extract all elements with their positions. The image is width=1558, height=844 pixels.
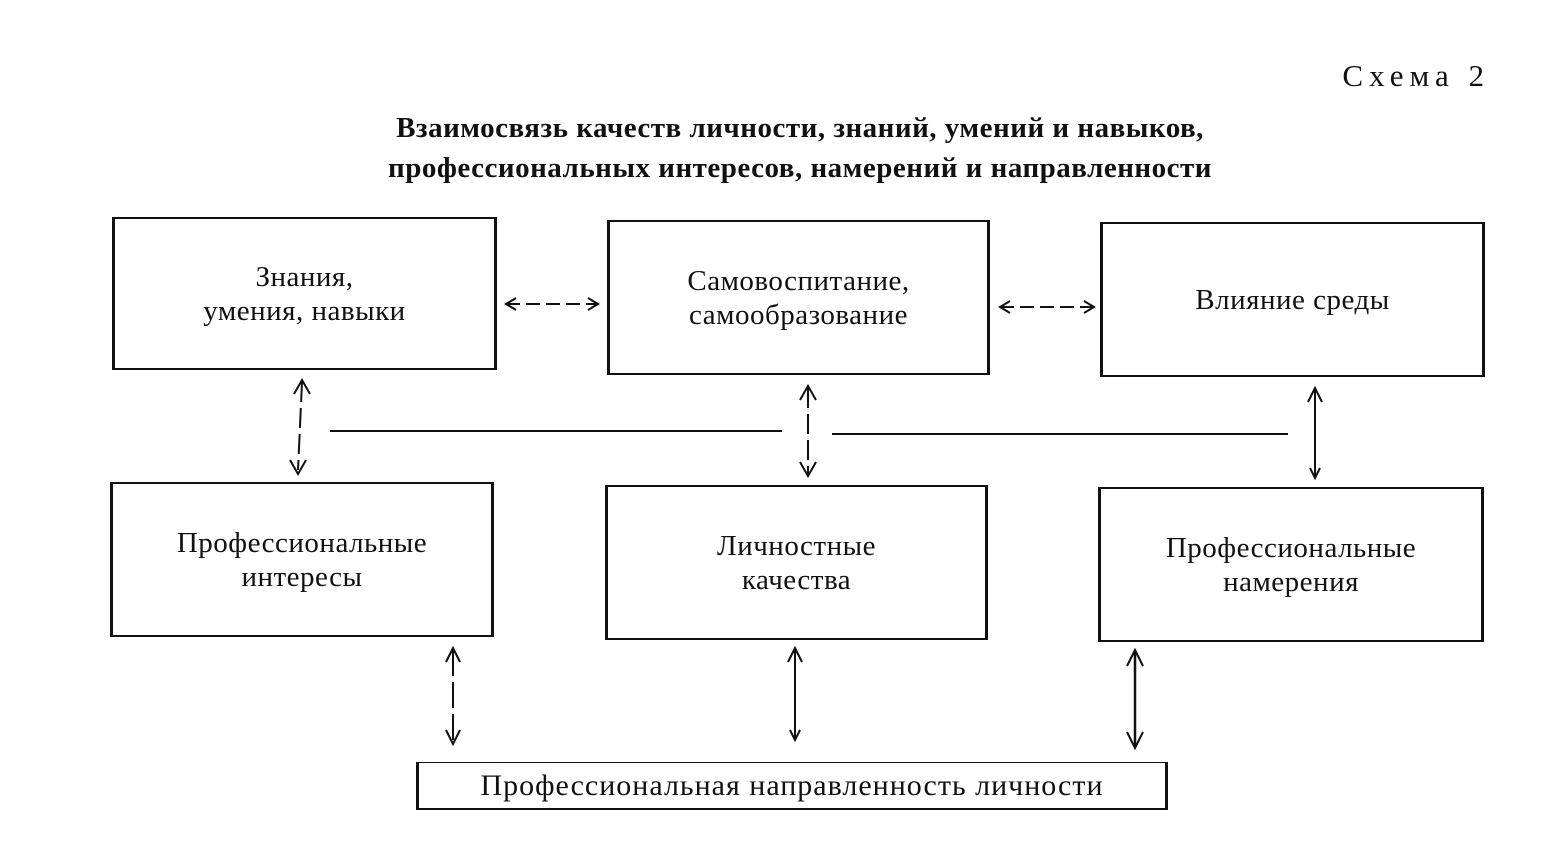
- box-knowledge-skills: Знания, умения, навыки: [112, 217, 497, 370]
- box-professional-interests: Профессиональные интересы: [110, 482, 494, 637]
- box-self-education-label: Самовоспитание, самообразование: [687, 264, 910, 331]
- box-self-education: Самовоспитание, самообразование: [607, 220, 990, 375]
- box-environment-influence: Влияние среды: [1100, 222, 1485, 377]
- box-professional-intentions-label: Профессиональные намерения: [1165, 531, 1417, 598]
- arrowhead-left-1: [504, 297, 517, 311]
- arrowhead-down-2: [799, 461, 817, 479]
- arrowhead-down-5: [789, 729, 801, 743]
- box-professional-orientation-label: Профессиональная направленность личности: [480, 768, 1104, 802]
- arrowhead-up-5: [787, 645, 803, 663]
- box-professional-interests-label: Профессиональные интересы: [176, 526, 428, 593]
- box-environment-label: Влияние среды: [1195, 283, 1390, 316]
- box-professional-intentions: Профессиональные намерения: [1098, 487, 1484, 642]
- arrowhead-up-1: [293, 377, 311, 395]
- arrow-knowledge-interests: [297, 381, 303, 471]
- arrowhead-down-3: [1309, 467, 1321, 481]
- arrowhead-up-6: [1126, 647, 1144, 667]
- arrowhead-up-4: [445, 645, 461, 663]
- arrowhead-down-1: [289, 459, 307, 477]
- box-personal-qualities-label: Личностные качества: [717, 529, 876, 596]
- scheme-label: Схема 2: [1342, 58, 1490, 93]
- arrowhead-up-3: [1307, 385, 1323, 403]
- arrowhead-down-4: [445, 729, 461, 747]
- box-knowledge-skills-label: Знания, умения, навыки: [203, 260, 406, 327]
- arrowhead-right-1: [587, 297, 600, 311]
- arrowhead-down-6: [1126, 731, 1144, 751]
- box-personal-qualities: Личностные качества: [605, 485, 988, 640]
- arrowhead-right-2: [1083, 300, 1096, 314]
- arrowhead-left-2: [998, 300, 1011, 314]
- arrowhead-up-2: [799, 383, 817, 401]
- diagram-title-text: Взаимосвязь качеств личности, знаний, ум…: [388, 112, 1212, 184]
- box-professional-orientation: Профессиональная направленность личности: [416, 762, 1168, 810]
- diagram-title: Взаимосвязь качеств личности, знаний, ум…: [180, 108, 1420, 188]
